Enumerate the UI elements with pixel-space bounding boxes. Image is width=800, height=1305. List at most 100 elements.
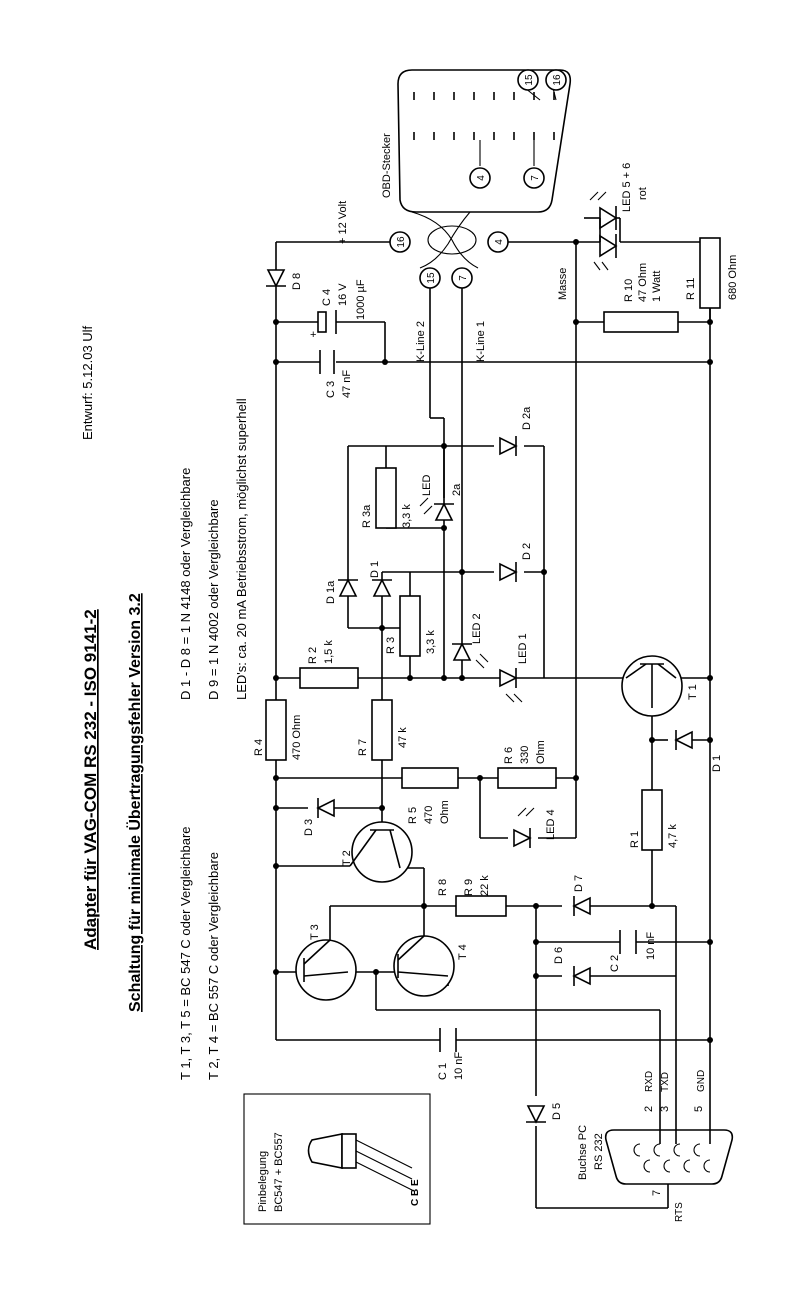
- obd-connector: 4 7 15 16 OBD-Stecker: [381, 69, 572, 269]
- led4-label: LED 4: [545, 809, 557, 840]
- obd-pin16-label: 16: [552, 74, 563, 86]
- junctions: [273, 239, 713, 1043]
- obd-pin7-label: 7: [530, 175, 541, 181]
- led-5-6: LED 5 + 6 rot: [584, 163, 649, 271]
- diode-d7: D 7: [572, 875, 591, 916]
- capacitor-c4: + C 4 16 V 1000 µF: [310, 279, 367, 341]
- pinout-pins: C B E: [410, 1179, 421, 1206]
- r3-value: 3,3 k: [425, 630, 437, 654]
- r11-value: 680 Ohm: [727, 255, 739, 300]
- r6-value: 330: [519, 746, 531, 764]
- note-d9: D 9 = 1 N 4002 oder Vergleichbare: [206, 499, 221, 700]
- note-leds: LED's: ca. 20 mA Betriebsstrom, möglichs…: [234, 398, 249, 700]
- c4-value: 1000 µF: [355, 279, 367, 320]
- resistor-r6: R 6 330 Ohm: [497, 740, 557, 789]
- note-npn: T 1, T 3, T 5 = BC 547 C oder Vergleichb…: [178, 826, 193, 1080]
- r4-value: 470 Ohm: [291, 715, 303, 760]
- r8-label: R 8: [437, 879, 449, 896]
- led-4: LED 4: [513, 807, 557, 848]
- led-2: LED 2: [452, 613, 489, 669]
- diode-d1-top: D 1: [369, 561, 392, 597]
- obd-pin4-label: 4: [476, 175, 487, 181]
- r4-label: R 4: [253, 739, 265, 756]
- header: Adapter für VAG-COM RS 232 - ISO 9141-2 …: [80, 325, 144, 1012]
- rs232-rxd: RXD: [644, 1071, 655, 1092]
- obd-pin16-marker: [545, 69, 567, 91]
- r6-unit: Ohm: [535, 740, 547, 764]
- resistor-r4: R 4 470 Ohm: [253, 699, 303, 761]
- c3-label: C 3: [325, 381, 337, 398]
- d1-base-label: D 1: [711, 755, 723, 772]
- wire-pin4-label: 4: [494, 239, 505, 245]
- d7-label: D 7: [573, 875, 585, 892]
- kline1-label: K-Line 1: [475, 321, 487, 362]
- r10-label: R 10: [623, 279, 635, 302]
- r2-label: R 2: [307, 647, 319, 664]
- note-pnp: T 2, T 4 = BC 557 C oder Vergleichbare: [206, 852, 221, 1080]
- r10-value: 47 Ohm: [637, 263, 649, 302]
- note-diodes: D 1 - D 8 = 1 N 4148 oder Vergleichbare: [178, 468, 193, 700]
- pinout-box: Pinbelegung BC547 + BC557 C B E: [243, 1093, 431, 1225]
- c4-voltage: 16 V: [337, 283, 349, 306]
- wire-pin15-label: 15: [426, 272, 437, 284]
- rs232-pin2: 2: [643, 1106, 655, 1112]
- d6-label: D 6: [553, 947, 565, 964]
- r5-unit: Ohm: [439, 800, 451, 824]
- r11-label: R 11: [685, 278, 697, 300]
- obd-pin7-marker: [523, 167, 545, 189]
- obd-pin4-marker: [469, 167, 491, 189]
- r7-value: 47 k: [397, 727, 409, 748]
- ground-label: Masse: [557, 268, 569, 300]
- c4-label: C 4: [321, 289, 333, 306]
- rs232-pin7: 7: [651, 1190, 663, 1196]
- transistor-t1: T 1: [621, 655, 699, 717]
- c4-polarity-icon: +: [310, 329, 316, 341]
- pinout-title: Pinbelegung: [257, 1151, 269, 1212]
- rs232-txd: TXD: [660, 1072, 671, 1092]
- led-2a: LED 2a: [419, 475, 463, 521]
- rs232-connector-body: [604, 1129, 734, 1185]
- rs232-rts: RTS: [674, 1202, 685, 1222]
- wire-pin7-label: 7: [458, 275, 469, 281]
- r5-label: R 5: [407, 807, 419, 824]
- c1-value: 10 nF: [453, 1052, 465, 1080]
- r2-value: 1,5 k: [323, 640, 335, 664]
- d3-label: D 3: [303, 819, 315, 836]
- transistor-package-icon: [307, 1133, 413, 1191]
- capacitor-c3: C 3 47 nF: [319, 350, 353, 398]
- diode-d2: D 2: [499, 543, 533, 582]
- d5-label: D 5: [551, 1103, 563, 1120]
- resistor-r9: R 8 R 9 22 k: [437, 875, 507, 917]
- t1-label: T 1: [687, 684, 699, 700]
- wire-pin16-label: 16: [396, 236, 407, 248]
- rs232-title: Buchse PC: [577, 1125, 589, 1180]
- r1-label: R 1: [629, 831, 641, 848]
- diode-d3: D 3: [303, 798, 335, 836]
- diode-d2a: D 2a: [499, 406, 533, 456]
- r6-label: R 6: [503, 747, 515, 764]
- c2-value: 10 nF: [645, 932, 657, 960]
- d1a-label: D 1a: [325, 580, 337, 604]
- t3-label: T 3: [309, 924, 321, 940]
- led1-label: LED 1: [517, 633, 529, 664]
- transistor-t3: T 3: [295, 924, 357, 1001]
- led-1: LED 1: [499, 633, 529, 703]
- rs232-pin5: 5: [693, 1106, 705, 1112]
- diode-d8: D 8: [266, 269, 303, 290]
- diode-d6: D 6: [553, 947, 591, 986]
- led56-label: LED 5 + 6: [621, 163, 633, 212]
- capacitor-c1: C 1 10 nF: [437, 1028, 465, 1080]
- rs232-gnd: GND: [696, 1070, 707, 1092]
- t2-label: T 2: [341, 850, 353, 866]
- resistor-r7: R 7 47 k: [357, 699, 409, 761]
- rs232-connector: 2 3 5 7 RXD TXD GND RTS Buchse PC RS 232: [577, 1070, 734, 1222]
- r9-value: 22 k: [479, 875, 491, 896]
- c2-label: C 2: [609, 955, 621, 972]
- led2a-sub: 2a: [451, 483, 463, 496]
- wire-pin-markers: 16 4 15 7 + 12 Volt Masse K-Line 2 K-Lin…: [337, 201, 569, 362]
- d2a-label: D 2a: [521, 406, 533, 430]
- d2-label: D 2: [521, 543, 533, 560]
- resistor-r1: R 1 4,7 k: [629, 789, 679, 851]
